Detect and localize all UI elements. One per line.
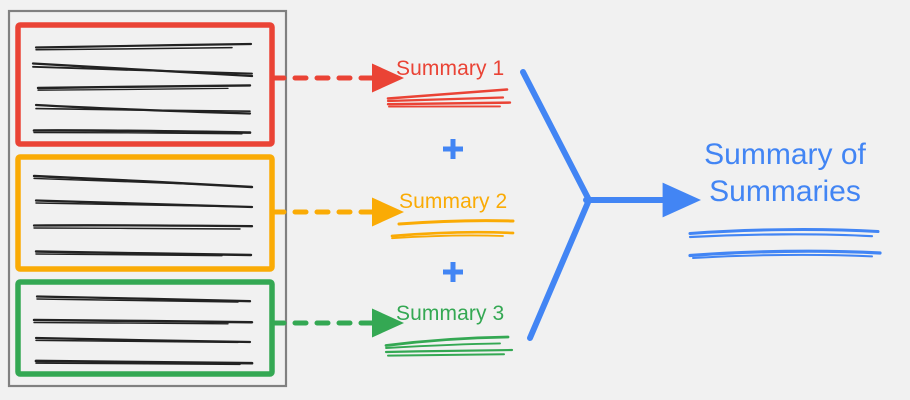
source-documents-panel: [7, 9, 288, 388]
document-card-red-textlines: [31, 42, 254, 135]
document-card-green-textlines: [32, 295, 254, 366]
plus-2-icon: [443, 262, 463, 282]
summary-1-squiggle: [386, 88, 512, 108]
document-card-green[interactable]: [15, 279, 275, 377]
summary-of-summaries-line-1: Summary of: [704, 138, 866, 171]
summary-2-squiggle: [390, 219, 515, 240]
summary-3-label[interactable]: Summary 3: [396, 302, 505, 325]
summary-of-summaries-squiggle: [688, 228, 882, 259]
merge-branch-top: [520, 69, 592, 203]
document-card-red-border: [15, 22, 275, 147]
document-card-orange-textlines: [32, 174, 254, 257]
panel-border: [7, 9, 288, 388]
summary-2-label[interactable]: Summary 2: [399, 190, 508, 213]
document-card-green-border: [15, 279, 275, 377]
document-card-red[interactable]: [15, 22, 275, 147]
summary-of-summaries-line-2: Summaries: [709, 174, 861, 208]
merge-branch-bottom: [527, 197, 592, 341]
merge-y-connector: [520, 69, 702, 341]
summary-3-squiggle: [384, 335, 514, 357]
summary-1-label[interactable]: Summary 1: [396, 57, 505, 80]
plus-1-icon: [443, 139, 463, 159]
document-card-orange[interactable]: [15, 154, 275, 272]
summary-of-summaries-label[interactable]: Summary of Summaries: [686, 137, 884, 210]
